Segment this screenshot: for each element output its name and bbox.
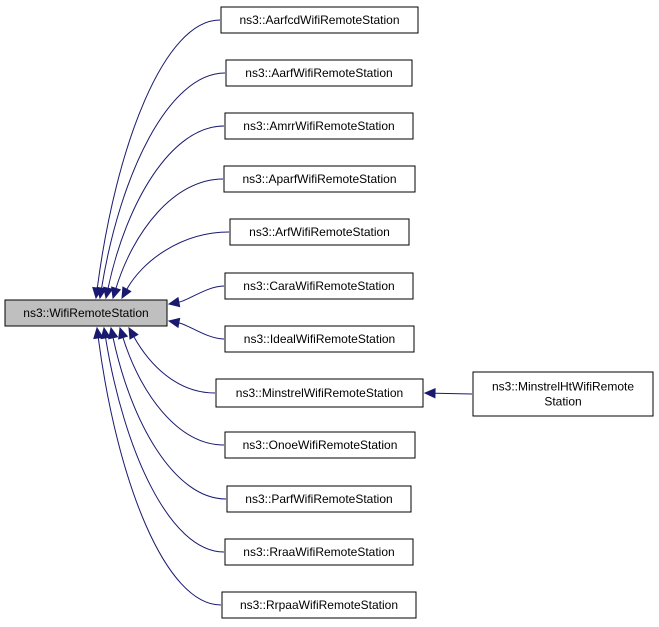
class-node-box bbox=[224, 538, 414, 566]
inheritance-edge-aparf bbox=[115, 178, 224, 289]
class-node-rraa[interactable]: ns3::RraaWifiRemoteStation bbox=[224, 538, 414, 566]
inheritance-edge-aarf bbox=[101, 72, 226, 289]
class-node-arf[interactable]: ns3::ArfWifiRemoteStation bbox=[229, 218, 410, 246]
arrowhead-cara bbox=[167, 296, 181, 308]
class-node-minstrel[interactable]: ns3::MinstrelWifiRemoteStation bbox=[215, 378, 424, 408]
class-node-cara[interactable]: ns3::CaraWifiRemoteStation bbox=[224, 272, 414, 300]
inheritance-edge-ideal bbox=[178, 322, 225, 340]
class-node-box bbox=[229, 218, 410, 246]
class-name-label: ns3::AparfWifiRemoteStation bbox=[242, 172, 396, 186]
class-node-box bbox=[224, 325, 415, 353]
inheritance-edge-parf bbox=[112, 337, 227, 500]
class-node-box bbox=[224, 112, 414, 140]
class-node-box bbox=[472, 371, 654, 417]
arrowhead-rraa bbox=[100, 326, 111, 340]
class-node-box bbox=[225, 59, 413, 87]
class-node-parf[interactable]: ns3::ParfWifiRemoteStation bbox=[226, 485, 412, 513]
inheritance-edge-minstrelht bbox=[434, 392, 473, 395]
class-node-box bbox=[221, 591, 417, 619]
arrowhead-arf bbox=[121, 286, 132, 300]
inheritance-edge-cara bbox=[178, 285, 225, 303]
class-name-label: ns3::AarfcdWifiRemoteStation bbox=[239, 13, 399, 27]
class-node-amrr[interactable]: ns3::AmrrWifiRemoteStation bbox=[224, 112, 414, 140]
class-node-base[interactable]: ns3::WifiRemoteStation bbox=[4, 299, 168, 327]
class-node-box bbox=[223, 165, 416, 193]
class-name-label: ns3::IdealWifiRemoteStation bbox=[244, 332, 395, 346]
arrowhead-minstrel bbox=[128, 326, 139, 340]
inheritance-edge-minstrel bbox=[133, 336, 216, 394]
class-node-box bbox=[215, 378, 424, 408]
class-name-label: ns3::RrpaaWifiRemoteStation bbox=[240, 598, 398, 612]
class-node-box bbox=[224, 272, 414, 300]
class-node-box bbox=[224, 431, 416, 459]
inheritance-edge-arf bbox=[126, 231, 230, 290]
inheritance-edge-amrr bbox=[107, 125, 225, 289]
class-name-label: ns3::ParfWifiRemoteStation bbox=[245, 492, 392, 506]
class-name-label: ns3::CaraWifiRemoteStation bbox=[243, 279, 394, 293]
class-nodes: ns3::WifiRemoteStation ns3::AarfcdWifiRem… bbox=[4, 6, 654, 619]
inheritance-edges bbox=[92, 19, 473, 606]
class-name-label: ns3::ArfWifiRemoteStation bbox=[249, 225, 390, 239]
class-name-label: ns3::AmrrWifiRemoteStation bbox=[243, 119, 394, 133]
class-node-aparf[interactable]: ns3::AparfWifiRemoteStation bbox=[223, 165, 416, 193]
inheritance-edge-rraa bbox=[105, 337, 225, 553]
arrowhead-aparf bbox=[111, 286, 122, 300]
arrowhead-onoe bbox=[118, 326, 129, 340]
class-node-ideal[interactable]: ns3::IdealWifiRemoteStation bbox=[224, 325, 415, 353]
inheritance-edge-rrpaa bbox=[97, 337, 222, 606]
class-node-box bbox=[226, 485, 412, 513]
class-node-rrpaa[interactable]: ns3::RrpaaWifiRemoteStation bbox=[221, 591, 417, 619]
class-name-label: ns3::OnoeWifiRemoteStation bbox=[243, 438, 398, 452]
class-name-label: Station bbox=[544, 395, 581, 409]
class-name-label: ns3::RraaWifiRemoteStation bbox=[243, 545, 394, 559]
class-node-aarfcd[interactable]: ns3::AarfcdWifiRemoteStation bbox=[220, 6, 419, 34]
class-name-label: ns3::MinstrelWifiRemoteStation bbox=[236, 386, 403, 400]
arrowhead-parf bbox=[108, 326, 119, 340]
class-node-box bbox=[4, 299, 168, 327]
class-node-onoe[interactable]: ns3::OnoeWifiRemoteStation bbox=[224, 431, 416, 459]
arrowhead-ideal bbox=[167, 317, 181, 329]
inheritance-edge-aarfcd bbox=[96, 19, 221, 289]
arrowhead-amrr bbox=[103, 286, 114, 300]
class-node-box bbox=[220, 6, 419, 34]
class-name-label: ns3::AarfWifiRemoteStation bbox=[245, 66, 392, 80]
class-name-label: ns3::MinstrelHtWifiRemote bbox=[492, 380, 634, 394]
inheritance-edge-onoe bbox=[122, 337, 225, 446]
arrowhead-minstrelht bbox=[423, 387, 436, 399]
arrowhead-rrpaa bbox=[93, 326, 104, 340]
class-node-aarf[interactable]: ns3::AarfWifiRemoteStation bbox=[225, 59, 413, 87]
class-name-label: ns3::WifiRemoteStation bbox=[23, 306, 148, 320]
